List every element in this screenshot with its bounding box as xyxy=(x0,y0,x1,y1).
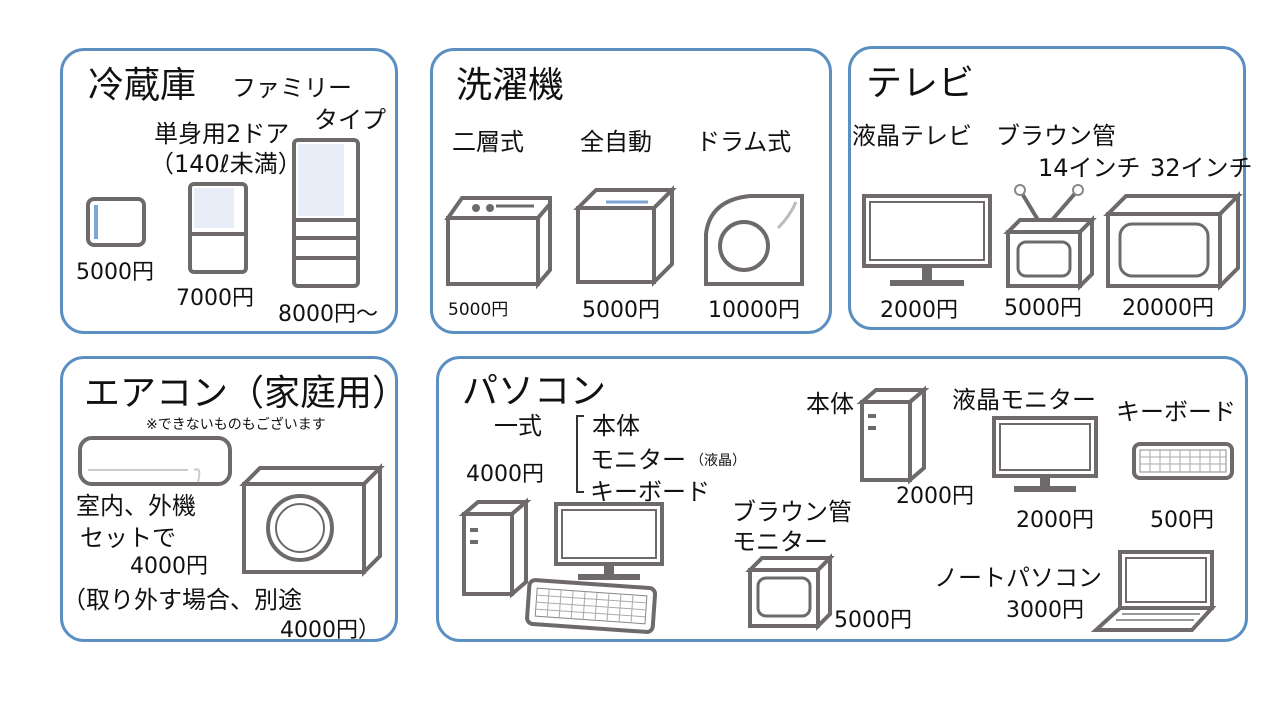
small-fridge-icon xyxy=(86,197,146,247)
pc-lcd-monitor-price: 2000円 xyxy=(1016,508,1094,533)
pc-set-item-body: 本体 xyxy=(592,412,640,440)
pc-lcd-monitor-label: 液晶モニター xyxy=(952,386,1096,414)
pc-crt-price: 5000円 xyxy=(834,608,912,633)
fridge-family-label-1: ファミリー xyxy=(232,74,352,102)
washer-price-drum: 10000円 xyxy=(708,298,800,323)
twin-tub-washer-icon xyxy=(444,196,552,290)
aircon-note: ※できないものもございます xyxy=(146,417,326,433)
fridge-family-label-2: タイプ xyxy=(314,106,386,134)
tv-price-14: 5000円 xyxy=(1004,296,1082,321)
tv-14-label: 14インチ xyxy=(1038,154,1141,182)
aircon-remove-label-1: （取り外す場合、別途 xyxy=(62,586,302,614)
family-fridge-icon xyxy=(292,138,360,288)
pc-keyboard-label: キーボード xyxy=(1116,398,1236,426)
fridge-price-small: 5000円 xyxy=(76,260,154,285)
aircon-indoor-unit-icon xyxy=(78,436,232,486)
aircon-price: 4000円 xyxy=(130,554,208,579)
tv-price-lcd: 2000円 xyxy=(880,298,958,323)
fridge-title: 冷蔵庫 xyxy=(88,65,197,106)
washer-price-twin: 5000円 xyxy=(448,300,509,320)
pc-crt-monitor-icon xyxy=(745,553,835,631)
tv-price-32: 20000円 xyxy=(1122,296,1214,321)
pc-set-item-monitor: モニター xyxy=(590,446,686,474)
drum-washer-icon xyxy=(704,194,804,286)
washer-title: 洗濯機 xyxy=(456,65,565,106)
pc-keyboard-price: 500円 xyxy=(1150,508,1214,533)
pc-set-keyboard-icon xyxy=(525,578,658,634)
aircon-remove-label-2: 4000円） xyxy=(280,618,380,643)
pc-set-monitor-icon xyxy=(554,502,664,580)
pc-set-price: 4000円 xyxy=(466,462,544,487)
aircon-outdoor-unit-icon xyxy=(239,463,385,577)
fridge-price-family: 8000円～ xyxy=(278,302,378,327)
two-door-fridge-icon xyxy=(188,182,248,274)
pc-notebook-icon xyxy=(1090,550,1217,632)
pc-crt-label-2: モニター xyxy=(732,528,828,556)
crt-tv-32-icon xyxy=(1103,191,1243,291)
pc-notebook-label: ノートパソコン xyxy=(934,564,1102,592)
pc-set-bracket xyxy=(576,415,584,493)
pc-set-item-keyboard: キーボード xyxy=(590,478,710,506)
aircon-set-label-1: 室内、外機 xyxy=(76,492,196,520)
pc-body-price: 2000円 xyxy=(896,484,974,509)
pc-crt-label-1: ブラウン管 xyxy=(732,498,852,526)
pc-lcd-monitor-icon xyxy=(992,416,1098,492)
pc-set-monitor-note: （液晶） xyxy=(690,453,746,469)
fridge-single-label-2: （140ℓ未満） xyxy=(150,150,302,178)
lcd-tv-icon xyxy=(862,194,992,286)
auto-washer-icon xyxy=(573,185,677,287)
tv-crt-label: ブラウン管 xyxy=(996,122,1116,150)
washer-auto-label: 全自動 xyxy=(580,128,652,156)
pc-body-tower-icon xyxy=(856,385,930,485)
pc-notebook-price: 3000円 xyxy=(1006,598,1084,623)
pc-set-label: 一式 xyxy=(494,412,542,440)
fridge-single-label-1: 単身用2ドア xyxy=(154,120,290,148)
washer-price-auto: 5000円 xyxy=(582,298,660,323)
pc-set-tower-icon xyxy=(458,497,532,599)
pc-keyboard-icon xyxy=(1132,442,1234,480)
washer-drum-label: ドラム式 xyxy=(696,128,792,156)
tv-lcd-label: 液晶テレビ xyxy=(852,122,972,150)
pc-body-label: 本体 xyxy=(806,390,854,418)
washer-twin-tub-label: 二層式 xyxy=(452,128,524,156)
pc-title: パソコン xyxy=(462,371,607,412)
tv-32-label: 32インチ xyxy=(1150,154,1253,182)
aircon-title: エアコン（家庭用） xyxy=(84,373,409,414)
crt-tv-14-icon xyxy=(1003,184,1097,291)
aircon-set-label-2: セットで xyxy=(80,524,176,552)
fridge-price-single: 7000円 xyxy=(176,286,254,311)
tv-title: テレビ xyxy=(866,63,975,104)
